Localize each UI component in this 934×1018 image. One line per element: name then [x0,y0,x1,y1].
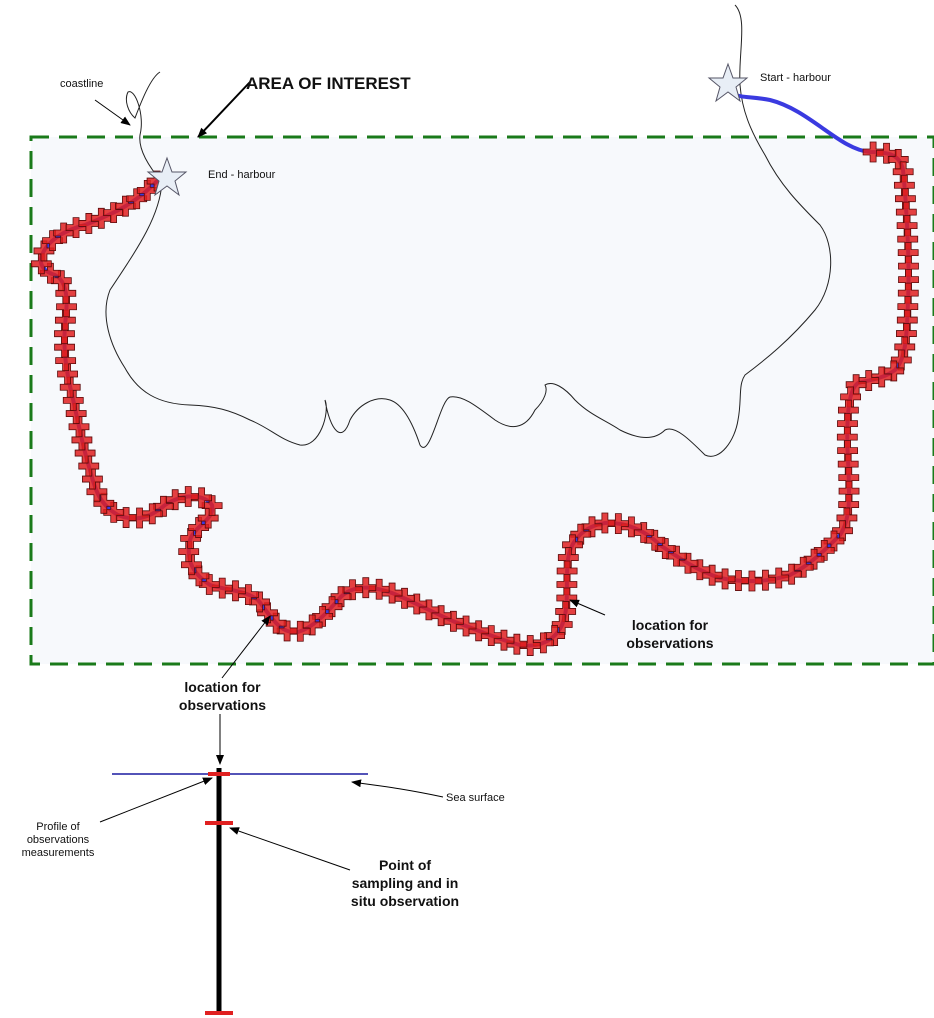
station-cross-marker-icon [862,141,884,163]
station-cross-marker-icon [897,282,919,304]
station-cross-marker-icon [82,468,103,490]
station-cross-marker-icon [188,517,210,538]
area-of-interest-label: AREA OF INTEREST [246,74,411,93]
station-cross-marker-icon [65,403,87,424]
area-of-interest-box [29,135,934,666]
profile-label: Profile of observations measurements [21,821,95,859]
station-cross-marker-icon [153,495,174,517]
station-cross-marker-icon [74,442,96,464]
station-cross-marker-icon [876,142,897,164]
station-cross-marker-icon [33,240,55,262]
station-cross-marker-icon [180,527,202,549]
coastline-label: coastline [60,78,104,90]
station-cross-marker-icon [556,587,578,609]
station-cross-marker-icon [557,547,579,568]
station-cross-marker-icon [62,389,84,411]
start-harbour-star-icon [707,62,749,103]
station-cross-marker-icon [103,202,124,224]
observation-stations [30,141,919,656]
point-of-sampling-arrow [229,827,351,871]
profile-arrow [99,777,213,823]
station-cross-marker-icon [56,296,77,318]
station-cross-marker-icon [59,376,81,398]
station-cross-marker-icon [570,523,592,545]
station-cross-marker-icon [897,296,919,317]
station-cross-marker-icon [181,554,202,576]
station-cross-marker-icon [54,336,75,358]
station-cross-marker-icon [71,429,93,451]
coastline-line [105,4,832,457]
station-cross-marker-icon [115,195,136,217]
station-cross-marker-icon [78,455,100,477]
station-cross-marker-icon [803,548,825,570]
station-cross-marker-icon [551,614,573,635]
area-of-interest-arrow [197,81,251,138]
end-harbour-label: End - harbour [208,169,276,181]
location-right-label: location for observations [626,617,714,651]
coastline-arrow [94,99,131,126]
end-harbour-star-icon [146,156,188,197]
station-cross-marker-icon [42,230,63,252]
station-cross-marker-icon [55,350,77,372]
station-cross-marker-icon [312,605,333,627]
location-right-arrow [569,599,606,616]
station-cross-marker-icon [837,399,859,421]
location-left-arrow [221,615,271,679]
station-cross-marker-icon [823,530,845,552]
location-left-label: location for observations [178,679,267,713]
station-cross-marker-icon [755,569,776,591]
station-cross-marker-icon [55,282,77,304]
sea-surface-label: Sea surface [446,792,505,804]
station-cross-marker-icon [86,481,108,503]
station-cross-marker-icon [136,179,158,201]
station-cross-marker-icon [890,349,912,371]
station-cross-marker-icon [54,309,76,331]
point-of-sampling-label: Point of sampling and in situ observatio… [350,857,460,909]
station-cross-marker-icon [126,188,148,210]
station-cross-marker-icon [832,520,853,542]
sea-surface-arrow [351,779,444,798]
station-cross-marker-icon [321,596,343,618]
station-cross-marker-icon [68,416,90,438]
station-cross-marker-icon [813,539,835,561]
station-cross-marker-icon [330,586,352,608]
station-cross-marker-icon [896,309,918,331]
start-harbour-label: Start - harbour [760,72,831,84]
station-cross-marker-icon [57,363,78,385]
station-cross-marker-icon [54,323,75,345]
